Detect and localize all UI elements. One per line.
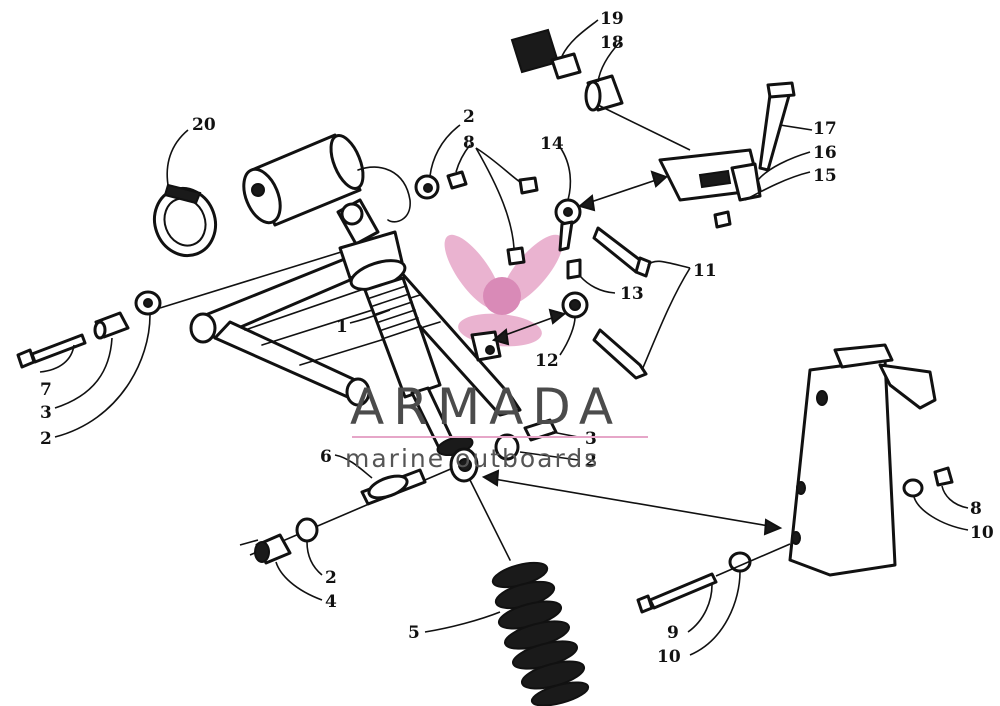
callout-6: 6 <box>320 447 332 467</box>
callout-12: 12 <box>535 351 559 371</box>
callout-10-lower: 10 <box>657 647 681 667</box>
callout-15: 15 <box>813 166 837 186</box>
watermark-brand: ARMADA <box>350 378 622 436</box>
control-linkage <box>470 81 796 380</box>
callout-3-left: 3 <box>40 403 52 423</box>
callout-8-right: 8 <box>970 499 982 519</box>
lower-spacer <box>254 517 319 565</box>
callout-8-top: 8 <box>463 133 475 153</box>
callout-13: 13 <box>620 284 644 304</box>
callout-17: 17 <box>813 119 837 139</box>
reservoir-canister <box>242 133 411 227</box>
axle-line-end <box>239 539 259 546</box>
assembly-arrows <box>481 170 783 536</box>
callout-9: 9 <box>667 623 679 643</box>
callout-4: 4 <box>325 592 337 612</box>
callout-2-right: 2 <box>585 451 597 471</box>
callout-5: 5 <box>408 623 420 643</box>
top-bushing <box>414 170 468 200</box>
hose-clamp <box>153 183 217 258</box>
callout-1: 1 <box>336 317 348 337</box>
cable-end <box>510 28 624 112</box>
callout-labels: 20 2 8 14 19 18 17 16 15 11 13 12 1 7 3 … <box>40 9 994 667</box>
lower-shock-mount <box>360 418 558 506</box>
left-mount-hardware <box>16 290 162 369</box>
callout-19: 19 <box>600 9 624 29</box>
callout-leaders <box>39 19 969 656</box>
callout-14: 14 <box>540 134 564 154</box>
lower-right-bolt <box>636 543 791 614</box>
watermark-tagline: marine outboards <box>345 444 599 473</box>
shock-absorber <box>336 198 474 457</box>
callout-11: 11 <box>693 261 717 281</box>
callout-2-lower: 2 <box>325 568 337 588</box>
callout-2-top: 2 <box>463 107 475 127</box>
swing-arm <box>189 246 522 417</box>
coil-spring <box>469 479 590 706</box>
callout-16: 16 <box>813 143 837 163</box>
callout-18: 18 <box>600 33 624 53</box>
callout-20: 20 <box>192 115 216 135</box>
spindle-post <box>788 343 954 577</box>
callout-2-left: 2 <box>40 429 52 449</box>
callout-3-right: 3 <box>585 429 597 449</box>
callout-10-right: 10 <box>970 523 994 543</box>
callout-7: 7 <box>40 380 52 400</box>
